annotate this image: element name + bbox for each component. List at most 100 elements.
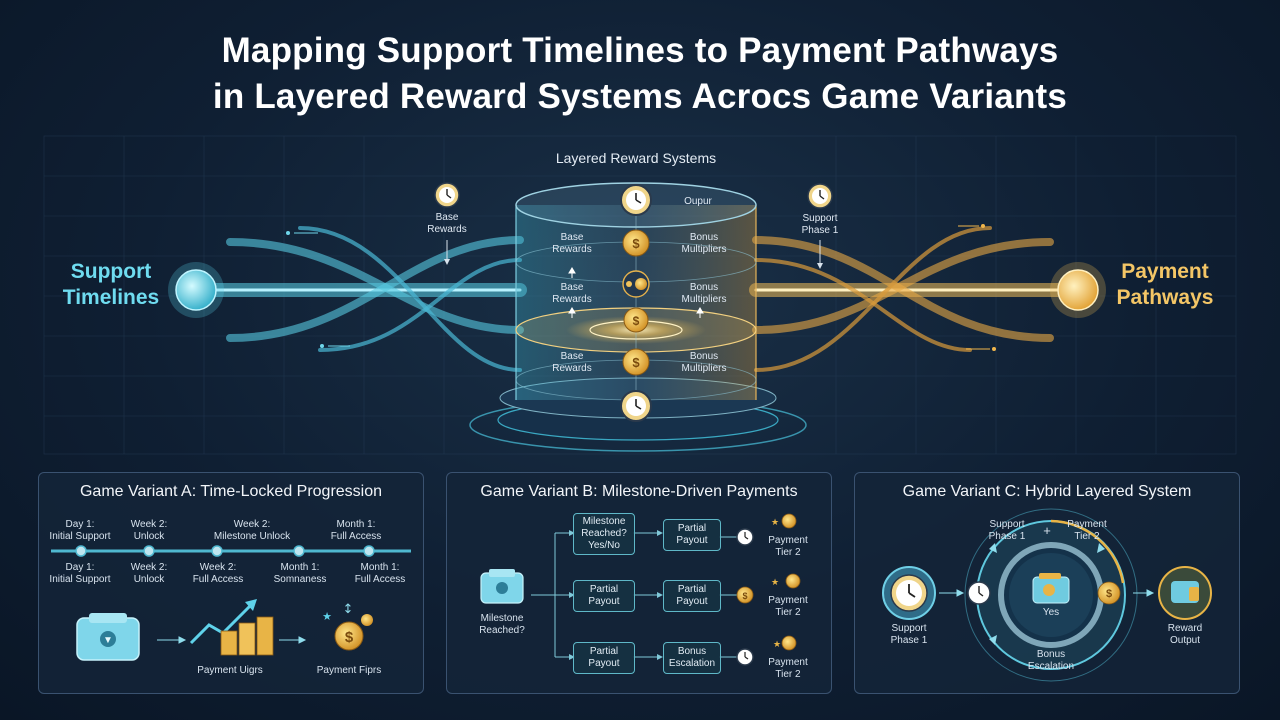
callout-clock-icon-left — [434, 182, 460, 265]
coin-icon: $ — [736, 586, 754, 604]
payment-tier-label: Payment Tier 2 — [757, 657, 819, 681]
panel-variant-a: Game Variant A: Time-Locked Progression … — [38, 472, 424, 694]
bonus-escalation-box: Bonus Escalation — [663, 642, 721, 674]
box-3b-line-1: Bonus — [677, 646, 707, 657]
box-1b-line-2: Payout — [676, 535, 708, 546]
tier-3-left-line-2: Rewards — [552, 363, 592, 374]
clock-icon — [736, 528, 754, 546]
clock-icon — [967, 581, 991, 605]
timeline-bottom-5-line-1: Month 1: — [360, 562, 400, 573]
svg-text:★: ★ — [322, 610, 332, 623]
tier-1-right-line-1: Bonus — [689, 232, 719, 243]
timeline-bottom-label-4: Month 1: Somnaness — [265, 562, 335, 586]
panel-c-right-line-2: Output — [1169, 635, 1201, 646]
panel-c-top-right-line-2: Tier 2 — [1074, 531, 1100, 542]
svg-text:★: ★ — [771, 518, 779, 528]
panel-c-graphics: $ — [882, 508, 1212, 682]
arrow-icon — [939, 589, 965, 597]
panel-a-title: Game Variant A: Time-Locked Progression — [79, 483, 383, 500]
tier-3-left-label: Base Rewards — [540, 351, 604, 375]
panel-c-top-right-label: Payment Tier 2 — [1057, 519, 1117, 543]
timeline-top-1-line-2: Initial Support — [49, 531, 111, 542]
panel-c-right-label: Reward Output — [1155, 623, 1215, 647]
tier-arrows — [568, 267, 704, 318]
svg-text:▼: ▼ — [103, 635, 113, 646]
tier-label-3-line-1: Payment — [768, 657, 808, 668]
payment-tier-label: Payment Tier 2 — [757, 535, 819, 559]
milestone-check-box: Milestone Reached? Yes/No — [573, 513, 635, 555]
timeline-bottom-5-line-2: Full Access — [354, 574, 406, 585]
tier-2-right-line-1: Bonus — [689, 282, 719, 293]
panel-c-left-line-1: Support — [891, 623, 927, 634]
support-label-line-1: Support — [70, 260, 152, 283]
panel-c-right-line-1: Reward — [1167, 623, 1203, 634]
timeline-top-3-line-1: Week 2: — [233, 519, 271, 530]
payment-label-line-2: Pathways — [1116, 286, 1214, 309]
support-label-line-2: Timelines — [62, 286, 160, 309]
coin-icon: $ — [1097, 581, 1121, 605]
arrow-icon — [157, 636, 187, 644]
box-2b-line-2: Payout — [676, 596, 708, 607]
payment-label-line-1: Payment — [1121, 260, 1209, 283]
partial-payout-box: Partial Payout — [663, 580, 721, 612]
arrow-icon — [1133, 589, 1155, 597]
timeline-bottom-1-line-2: Initial Support — [49, 574, 111, 585]
timeline-bottom-3-line-2: Full Access — [192, 574, 244, 585]
support-node — [175, 269, 217, 311]
payment-tier-label: Payment Tier 2 — [757, 595, 819, 619]
callout-base-rewards: Base Rewards — [417, 212, 477, 236]
timeline-bottom-4-line-1: Month 1: — [280, 562, 320, 573]
timeline-top-label-3: Week 2: Milestone Unlock — [204, 519, 300, 543]
coin-stack-icon — [220, 616, 274, 656]
timeline-bottom-4-line-2: Somnaness — [273, 574, 327, 585]
box-1b-line-1: Partial — [677, 523, 707, 534]
arrow-icon — [279, 636, 307, 644]
panel-variant-c: Game Variant C: Hybrid Layered System — [854, 472, 1240, 694]
panel-c-center-label: Yes — [1042, 607, 1060, 618]
coin-icon — [622, 270, 650, 298]
callout-clock-icon-right — [807, 183, 833, 269]
payment-label-1: Payment Uigrs — [197, 665, 263, 676]
tier-1-right-label: Bonus Multipliers — [664, 232, 744, 256]
svg-text:★: ★ — [771, 578, 779, 588]
timeline-markers — [75, 545, 375, 557]
box-2a-line-2: Payout — [588, 596, 620, 607]
tier-coin-icons: ★ ★ ★ — [771, 513, 801, 651]
payment-node — [1057, 269, 1099, 311]
cylinder-clock-icon-top — [620, 184, 652, 216]
tier-3-right-label: Bonus Multipliers — [664, 351, 744, 375]
timeline-top-3-line-2: Milestone Unlock — [213, 531, 291, 542]
clock-icon — [736, 648, 754, 666]
wallet-icon: ▼ — [76, 613, 140, 661]
timeline-top-4-line-2: Full Access — [330, 531, 382, 542]
svg-text:$: $ — [1106, 588, 1112, 600]
coin-icon: $ — [622, 348, 650, 376]
timeline-bottom-label-3: Week 2: Full Access — [185, 562, 251, 586]
panel-variant-b: Game Variant B: Milestone-Driven Payment… — [446, 472, 832, 694]
panel-c-bottom-label: Bonus Escalation — [1015, 649, 1087, 673]
tier-label-1-line-1: Payment — [768, 535, 808, 546]
svg-text:$: $ — [632, 236, 640, 251]
tier-3-left-line-1: Base — [560, 351, 584, 362]
flow-arrowheads — [569, 530, 663, 660]
panel-c-left-label: Support Phase 1 — [877, 623, 941, 647]
panel-c-plus: + — [1043, 523, 1051, 538]
svg-text:$: $ — [742, 591, 747, 601]
support-timelines-label: Support Timelines — [52, 259, 170, 311]
tier-2-left-label: Base Rewards — [540, 282, 604, 306]
callout-support-phase: Support Phase 1 — [790, 213, 850, 237]
reward-wallet-icon — [1158, 566, 1212, 620]
cycle-ring-gold-arc — [1050, 519, 1125, 584]
box-2b-line-1: Partial — [677, 584, 707, 595]
timeline-bottom-3-line-1: Week 2: — [199, 562, 237, 573]
tier-label-2-line-1: Payment — [768, 595, 808, 606]
partial-payout-box: Partial Payout — [663, 519, 721, 551]
center-title: Layered Reward Systems — [555, 150, 717, 166]
svg-text:$: $ — [345, 629, 354, 646]
timeline-top-label-1: Day 1: Initial Support — [41, 519, 119, 543]
tier-label-2-line-2: Tier 2 — [775, 607, 801, 618]
clock-icon — [882, 566, 936, 620]
callout-left-line-1: Base — [435, 212, 459, 223]
panel-b-graphics: $ ★ ★ ★ — [480, 513, 801, 666]
dollar-coin-icon: $ ★ ↕ — [322, 602, 373, 651]
